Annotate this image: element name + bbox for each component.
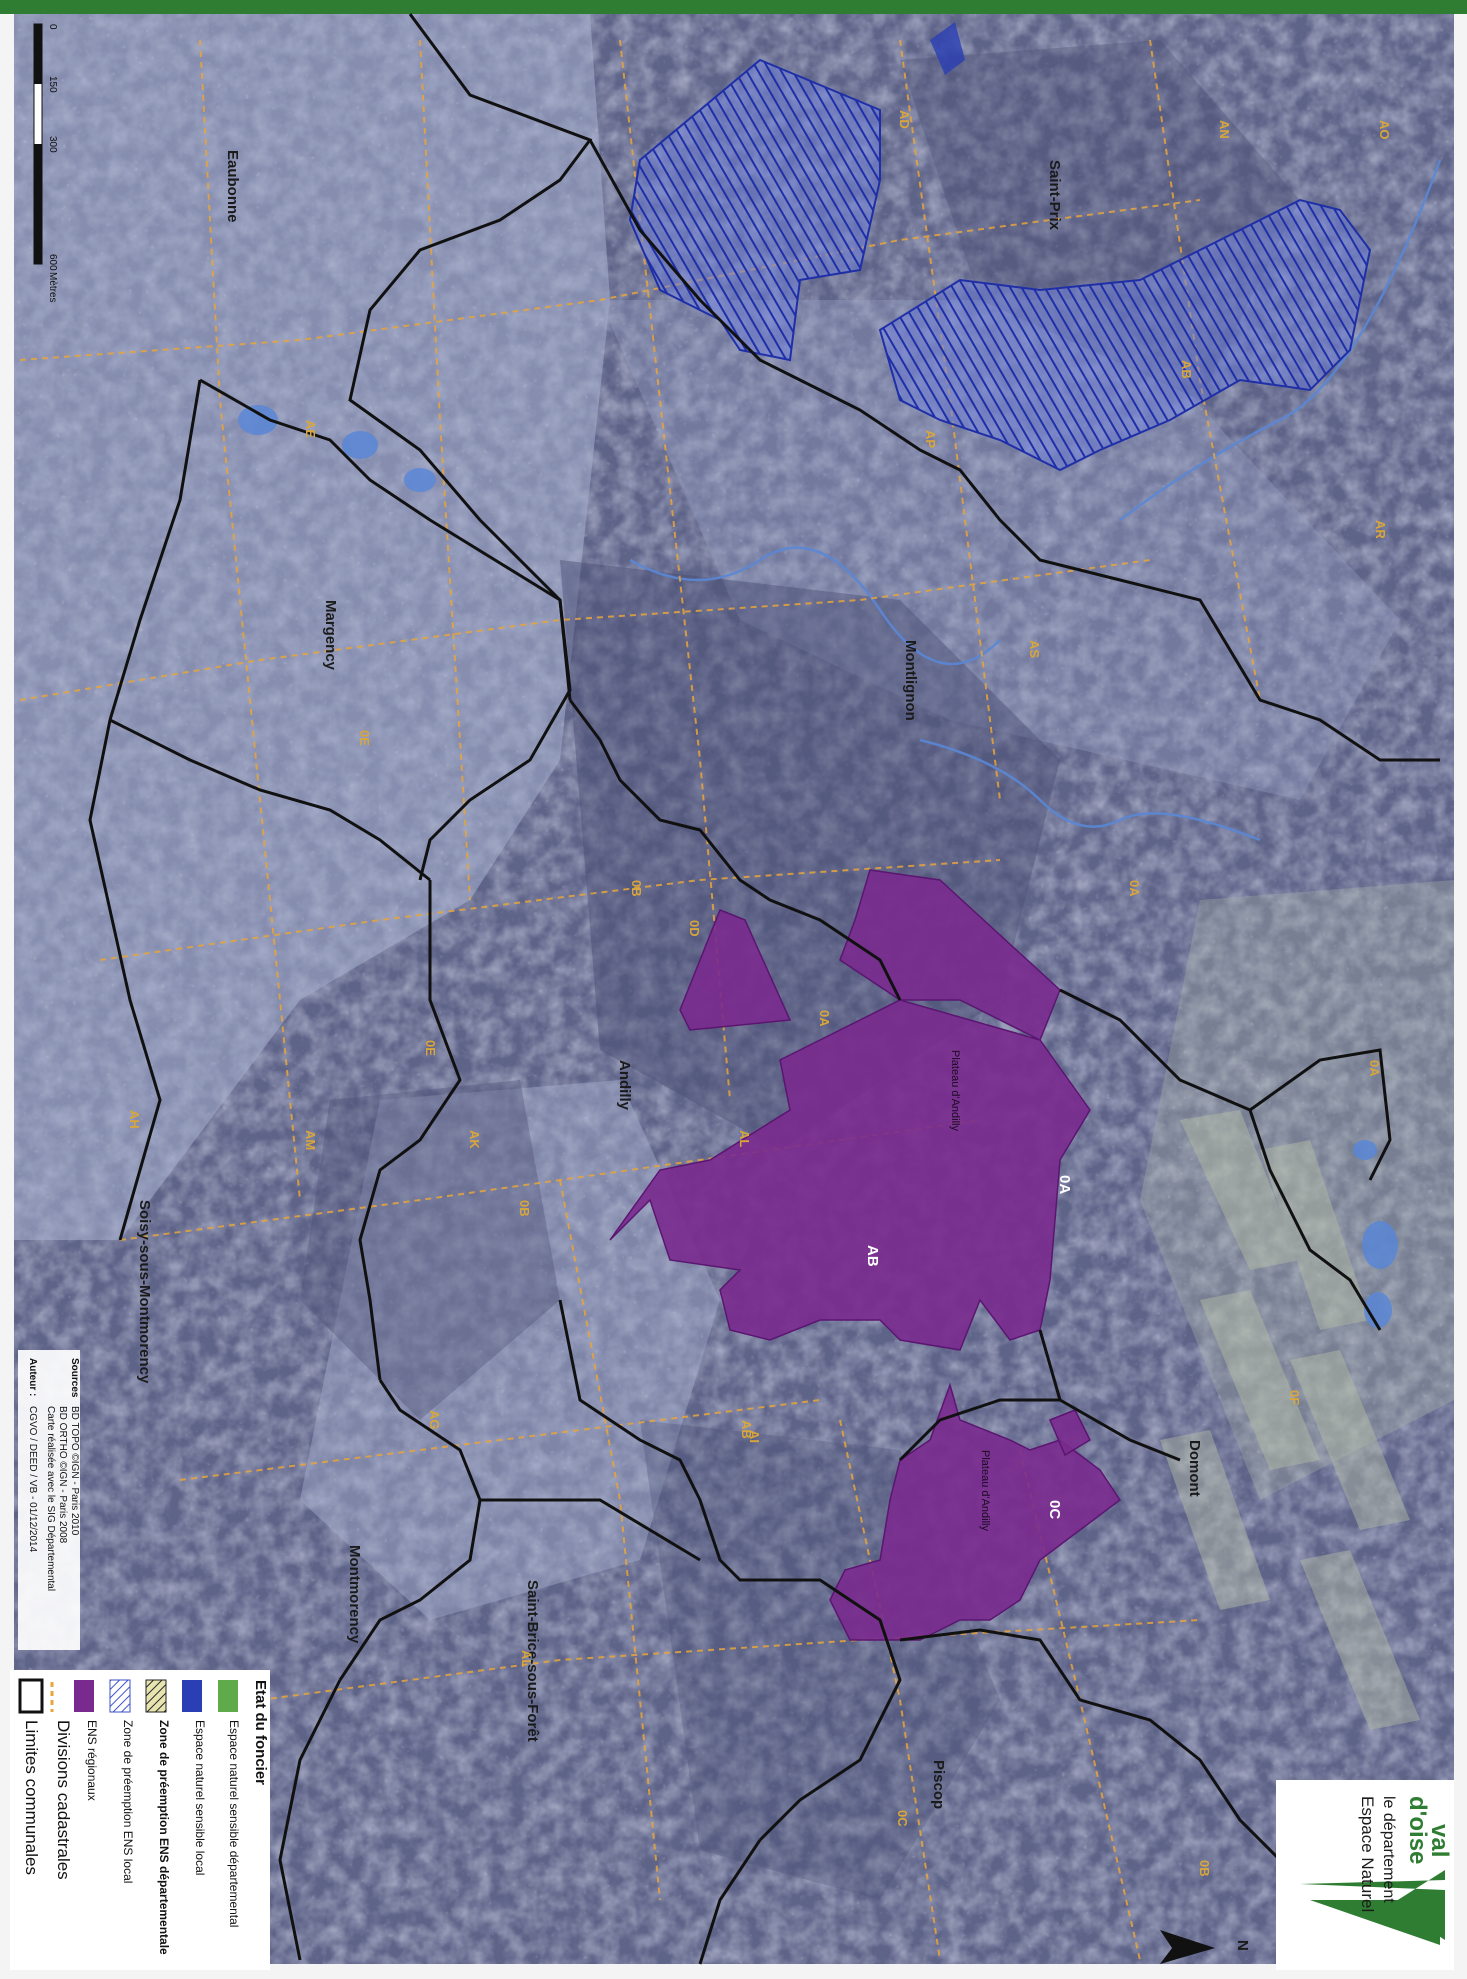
legend-label-ens-dep: Espace naturel sensible départemental	[227, 1720, 241, 1927]
section-label: AB	[739, 1420, 754, 1439]
legend-title: Etat du foncier	[252, 1680, 269, 1785]
commune-label-eaubonne: Eaubonne	[224, 150, 241, 223]
commune-label-domont: Domont	[1186, 1440, 1203, 1497]
scale-bar: 0 150 300 600 Mètres	[33, 23, 58, 303]
ens-local-zones	[628, 22, 1372, 472]
section-label: AS	[1027, 640, 1042, 658]
scale-unit: Mètres	[47, 272, 58, 303]
commune-label-saint-brice: Saint-Brice-sous-Forêt	[524, 1580, 541, 1742]
section-label: AB	[1179, 360, 1194, 379]
section-label: AR	[1373, 520, 1388, 539]
section-label: AK	[467, 1130, 482, 1149]
section-label: 0A	[817, 1010, 832, 1027]
sources-block: Sources BD TOPO ©IGN - Paris 2010 BD ORT…	[18, 1350, 80, 1650]
commune-labels: Eaubonne Saint-Prix Margency Montlignon …	[136, 150, 1203, 1809]
legend-swatch-commune	[18, 1678, 44, 1714]
ens-section-0c: 0C	[1046, 1500, 1063, 1519]
logo-line-doise: d'oise	[1404, 1796, 1431, 1864]
ens-labels: Plateau d'Andilly 0A AB Plateau d'Andill…	[864, 1050, 1073, 1531]
legend-swatch-ens-dep	[218, 1680, 238, 1712]
legend-swatch-preemption-dep	[145, 1679, 167, 1713]
legend-label-cadastre: Divisions cadastrales	[54, 1720, 73, 1880]
legend-label-commune: Limites communales	[22, 1720, 41, 1875]
ens-section-ab: AB	[864, 1245, 881, 1267]
section-label: 0E	[423, 1040, 438, 1056]
legend: Etat du foncier Espace naturel sensible …	[10, 1670, 270, 1970]
ens-site-name-andilly: Plateau d'Andilly	[949, 1050, 961, 1131]
section-label: AO	[1377, 120, 1392, 140]
ens-regional-zones	[609, 869, 1122, 1641]
commune-label-andilly: Andilly	[616, 1060, 633, 1111]
sources-heading: Sources	[69, 1358, 80, 1398]
section-label: 0D	[687, 920, 702, 937]
north-arrow: N	[1160, 1930, 1251, 1964]
commune-label-saint-prix: Saint-Prix	[1046, 160, 1063, 231]
north-label: N	[1234, 1940, 1251, 1951]
sources-author-label: Auteur :	[27, 1358, 38, 1396]
north-arrow-icon	[1160, 1930, 1215, 1964]
sources-author: CGVO / DEED / VB - 01/12/2014	[27, 1406, 38, 1553]
section-label: AM	[303, 1130, 318, 1150]
section-label: AE	[303, 420, 318, 438]
legend-swatch-preemption-local	[109, 1679, 131, 1713]
scale-tick-0: 0	[47, 24, 58, 30]
section-label: AP	[923, 430, 938, 448]
scale-tick-600: 600	[47, 254, 58, 271]
top-green-bar	[0, 0, 1467, 14]
sources-line-3: Carte réalisée avec le SIG Départemental	[45, 1406, 56, 1591]
legend-label-ens-local: Espace naturel sensible local	[193, 1720, 207, 1875]
section-label: AD	[897, 110, 912, 129]
commune-boundaries	[88, 13, 1440, 1965]
section-label: 0E	[357, 730, 372, 746]
ens-section-0a: 0A	[1056, 1175, 1073, 1194]
scale-tick-300: 300	[47, 136, 58, 153]
section-label: AL	[519, 1650, 534, 1667]
ens-site-name-montmorency: Plateau d'Andilly	[979, 1450, 991, 1531]
sources-line-2: BD ORTHO ©IGN - Paris 2008	[57, 1406, 68, 1544]
section-label: 0F	[1287, 1390, 1302, 1405]
section-label: AI	[747, 1430, 762, 1443]
sources-line-1: BD TOPO ©IGN - Paris 2010	[69, 1406, 80, 1536]
section-label: 0C	[895, 1810, 910, 1827]
logo-line-val: val	[1426, 1824, 1453, 1857]
section-label: AG	[427, 1410, 442, 1430]
section-label: AH	[127, 1110, 142, 1129]
logo-v-mark	[1300, 1870, 1445, 1940]
section-label: 0B	[517, 1200, 532, 1217]
section-label: 0B	[629, 880, 644, 897]
legend-label-ens-regional: ENS régionaux	[85, 1720, 99, 1801]
commune-label-soisy: Soisy-sous-Montmorency	[136, 1200, 153, 1384]
logo-line-dept: le département	[1380, 1796, 1397, 1903]
section-label: 0B	[1197, 1860, 1212, 1877]
commune-label-montlignon: Montlignon	[902, 640, 919, 721]
section-label: 0A	[1127, 880, 1142, 897]
legend-swatch-ens-local	[182, 1680, 202, 1712]
commune-label-margency: Margency	[322, 600, 339, 671]
logo-line-espace: Espace Naturel	[1358, 1796, 1377, 1912]
section-labels: AO AN AD AR AB 0A 0B 0B 0B 0C 0A 0A 0F A…	[127, 110, 1392, 1877]
commune-label-piscop: Piscop	[930, 1760, 947, 1809]
legend-label-preemption-dep: Zone de préemption ENS départementale	[157, 1720, 171, 1955]
commune-label-montmorency: Montmorency	[346, 1545, 363, 1644]
section-label: 0A	[1367, 1060, 1382, 1077]
section-label: AN	[1217, 120, 1232, 139]
legend-label-preemption-local: Zone de préemption ENS local	[121, 1720, 135, 1883]
legend-swatch-ens-regional	[74, 1680, 94, 1712]
section-label: AL	[737, 1130, 752, 1147]
scale-tick-150: 150	[47, 76, 58, 93]
val-doise-logo: val d'oise le département Espace Naturel	[1276, 1780, 1454, 1970]
